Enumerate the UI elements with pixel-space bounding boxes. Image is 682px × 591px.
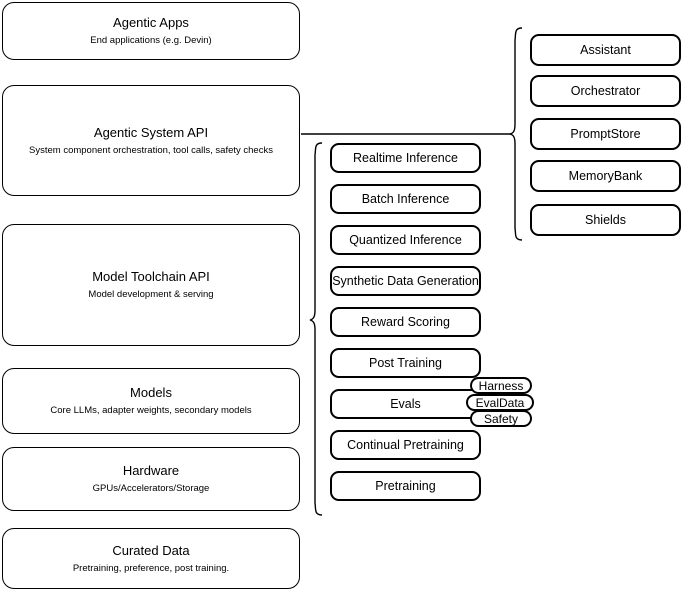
layer-subtitle: System component orchestration, tool cal… — [29, 144, 273, 156]
system-item-promptstore[interactable]: PromptStore — [530, 118, 681, 150]
item-label: Synthetic Data Generation — [332, 273, 479, 288]
item-label: Post Training — [369, 355, 442, 370]
layer-agentic-apps[interactable]: Agentic Apps End applications (e.g. Devi… — [2, 2, 300, 60]
system-items-brace — [509, 27, 523, 241]
toolchain-item-post-training[interactable]: Post Training — [330, 348, 481, 378]
toolchain-item-batch-inference[interactable]: Batch Inference — [330, 184, 481, 214]
layer-models[interactable]: Models Core LLMs, adapter weights, secon… — [2, 368, 300, 434]
item-label: Evals — [390, 396, 421, 411]
item-label: Shields — [585, 212, 626, 227]
layer-title: Agentic Apps — [113, 15, 189, 30]
badge-label: Harness — [478, 378, 524, 393]
toolchain-items-brace — [309, 142, 323, 516]
layer-subtitle: GPUs/Accelerators/Storage — [92, 483, 210, 494]
layer-subtitle: End applications (e.g. Devin) — [90, 35, 212, 46]
toolchain-item-evals[interactable]: Evals — [330, 389, 481, 419]
toolchain-item-quantized-inference[interactable]: Quantized Inference — [330, 225, 481, 255]
layer-model-toolchain-api[interactable]: Model Toolchain API Model development & … — [2, 224, 300, 346]
item-label: Realtime Inference — [353, 150, 458, 165]
system-item-shields[interactable]: Shields — [530, 204, 681, 236]
system-item-memorybank[interactable]: MemoryBank — [530, 160, 681, 192]
badge-label: Safety — [483, 411, 519, 426]
toolchain-item-synthetic-data-generation[interactable]: Synthetic Data Generation — [330, 266, 481, 296]
toolchain-item-reward-scoring[interactable]: Reward Scoring — [330, 307, 481, 337]
layer-subtitle: Pretraining, preference, post training. — [72, 562, 230, 574]
item-label: Batch Inference — [361, 191, 450, 206]
toolchain-item-realtime-inference[interactable]: Realtime Inference — [330, 143, 481, 173]
layer-title: Hardware — [122, 463, 180, 478]
item-label: PromptStore — [570, 126, 641, 141]
layer-title: Models — [130, 385, 172, 400]
layer-subtitle: Model development & serving — [88, 289, 214, 300]
eval-badge-safety[interactable]: Safety — [470, 410, 532, 427]
layer-title: Curated Data — [112, 542, 190, 558]
item-label: Pretraining — [375, 478, 436, 493]
toolchain-item-continual-pretraining[interactable]: Continual Pretraining — [330, 430, 481, 460]
item-label: Assistant — [580, 42, 631, 57]
item-label: Continual Pretraining — [347, 437, 464, 452]
item-label: Quantized Inference — [349, 232, 462, 247]
badge-label: EvalData — [475, 395, 525, 410]
layer-subtitle: Core LLMs, adapter weights, secondary mo… — [50, 405, 252, 416]
layer-agentic-system-api[interactable]: Agentic System API System component orch… — [2, 85, 300, 196]
item-label: Orchestrator — [570, 83, 641, 98]
eval-badge-harness[interactable]: Harness — [470, 377, 532, 394]
item-label: Reward Scoring — [361, 314, 450, 329]
eval-badge-evaldata[interactable]: EvalData — [466, 394, 534, 411]
layer-hardware[interactable]: Hardware GPUs/Accelerators/Storage — [2, 447, 300, 511]
item-label: MemoryBank — [568, 168, 643, 183]
toolchain-item-pretraining[interactable]: Pretraining — [330, 471, 481, 501]
layer-title: Agentic System API — [93, 124, 209, 140]
system-item-assistant[interactable]: Assistant — [530, 34, 681, 66]
system-item-orchestrator[interactable]: Orchestrator — [530, 75, 681, 107]
layer-title: Model Toolchain API — [92, 269, 210, 284]
layer-curated-data[interactable]: Curated Data Pretraining, preference, po… — [2, 528, 300, 589]
